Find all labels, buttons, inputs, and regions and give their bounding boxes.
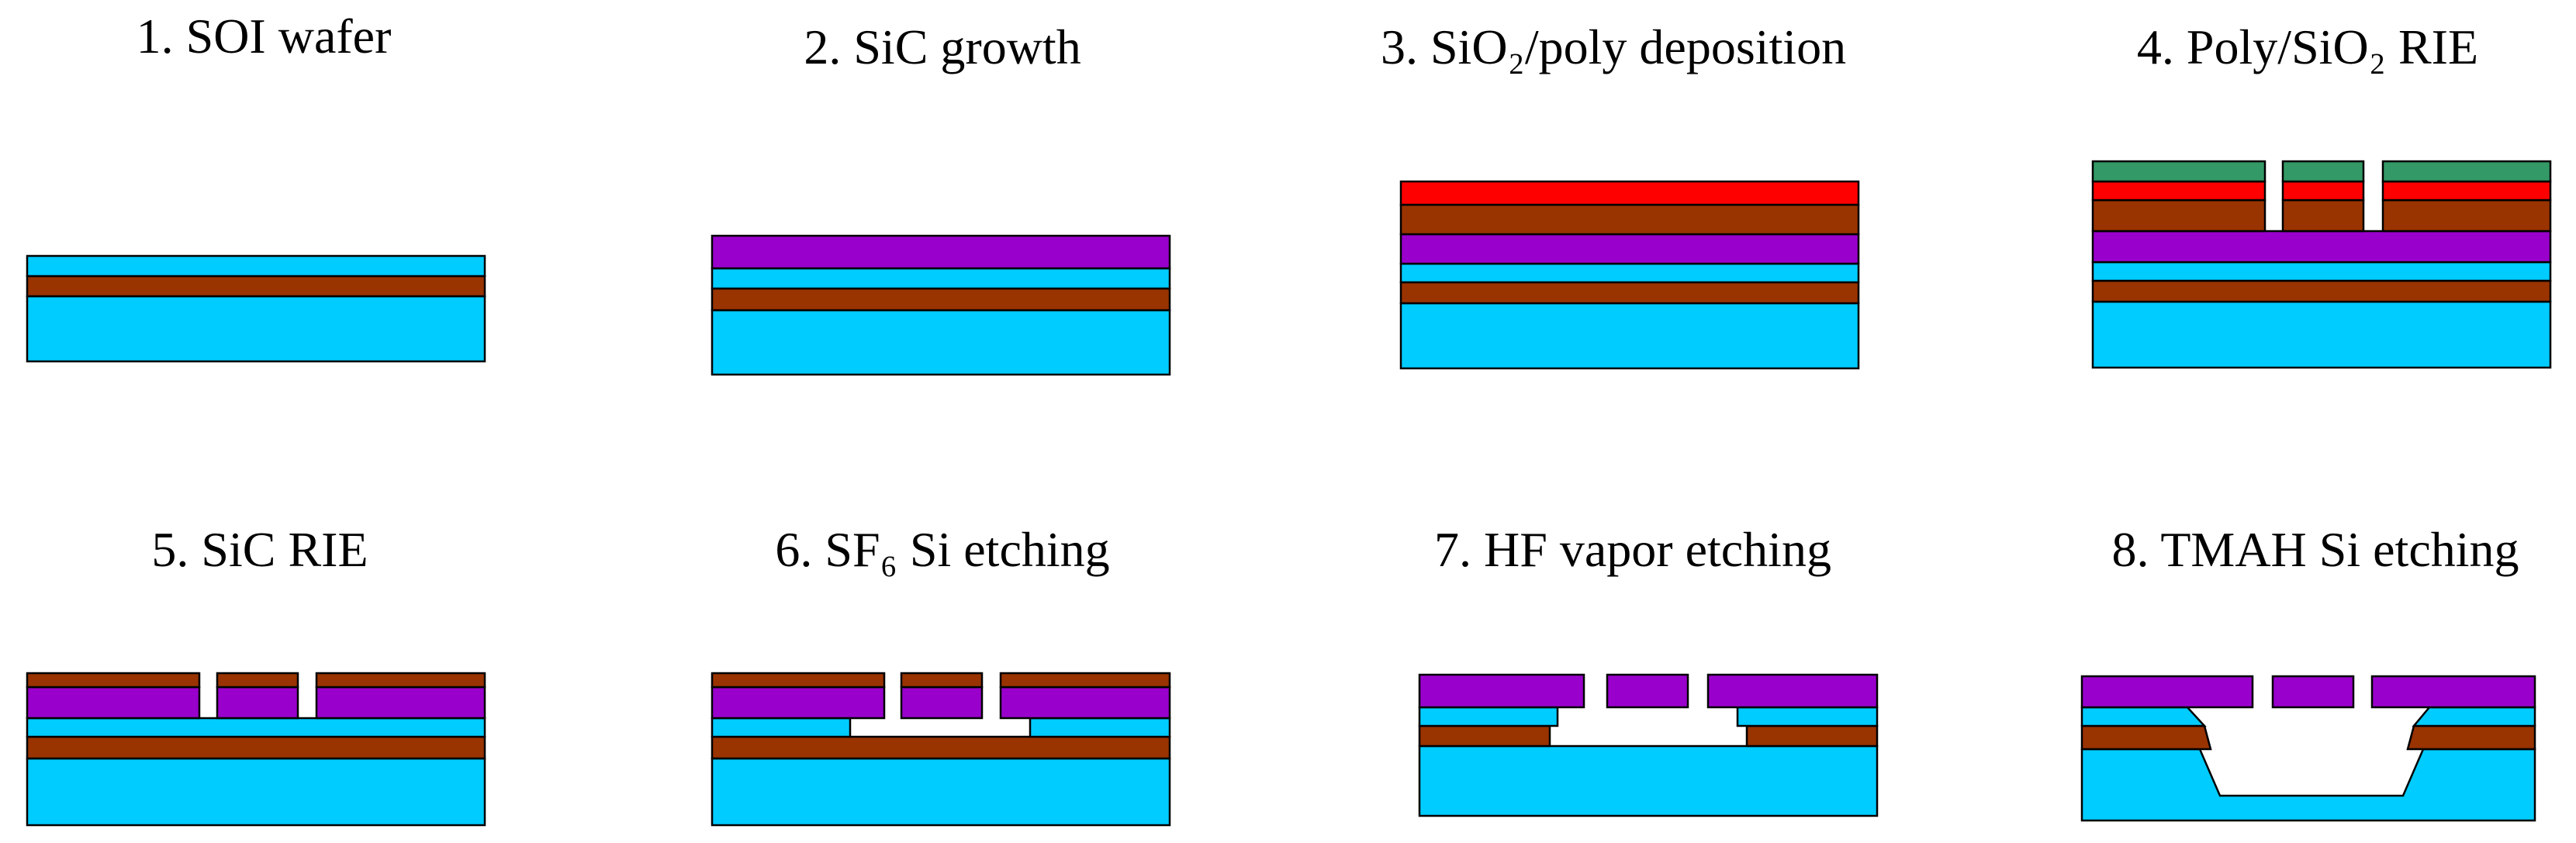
sic-segment xyxy=(999,686,1171,720)
sic-beam-left xyxy=(1418,673,1585,709)
buried-oxide-layer xyxy=(26,275,486,298)
sic-beam-center xyxy=(2271,675,2355,709)
sic-layer xyxy=(711,234,1171,270)
sic-beam-right xyxy=(1706,673,1879,709)
device-silicon-left xyxy=(711,717,852,738)
mask-segment xyxy=(2381,160,2552,183)
device-silicon-left xyxy=(2080,706,2207,727)
step-2-cross-section xyxy=(711,234,1171,376)
step-6-cross-section xyxy=(711,672,1171,827)
step-4-cross-section xyxy=(2091,160,2552,369)
buried-oxide-right xyxy=(1745,724,1879,748)
buried-oxide-left xyxy=(2080,724,2212,751)
sic-segment xyxy=(26,686,201,720)
substrate-layer xyxy=(711,757,1171,827)
oxide-cap xyxy=(315,672,486,689)
etched-sic-right xyxy=(315,672,486,720)
step-4-title: 4. Poly/SiO₂ RIE xyxy=(2137,19,2478,74)
device-silicon-layer xyxy=(2091,261,2552,282)
device-silicon-layer xyxy=(26,717,486,738)
polysilicon-segment xyxy=(2091,180,2267,202)
substrate-layer xyxy=(26,757,486,827)
buried-oxide-left xyxy=(1418,724,1551,748)
oxide-cap xyxy=(711,672,886,689)
etched-sic-right xyxy=(999,672,1171,720)
substrate-layer xyxy=(1399,302,1860,370)
oxide-segment xyxy=(2281,199,2365,233)
buried-oxide-layer xyxy=(26,735,486,760)
buried-oxide-layer xyxy=(711,735,1171,760)
mask-segment xyxy=(2281,160,2365,183)
step-3-title: 3. SiO₂/poly deposition xyxy=(1381,19,1846,74)
device-silicon-layer xyxy=(711,267,1171,290)
etched-sic-left xyxy=(711,672,886,720)
substrate-layer xyxy=(2091,300,2552,369)
substrate-with-cavity xyxy=(2080,748,2536,822)
oxide-cap xyxy=(26,672,201,689)
sic-layer xyxy=(2091,230,2552,264)
sic-beam-center xyxy=(1606,673,1689,709)
sic-segment xyxy=(900,686,984,720)
oxide-cap xyxy=(999,672,1171,689)
mask-segment xyxy=(2091,160,2267,183)
oxide-cap xyxy=(900,672,984,689)
polysilicon-segment xyxy=(2381,180,2552,202)
sic-segment xyxy=(315,686,486,720)
buried-oxide-layer xyxy=(711,287,1171,312)
step-1-title: 1. SOI wafer xyxy=(137,9,392,64)
polysilicon-segment xyxy=(2281,180,2365,202)
oxide-cap xyxy=(216,672,299,689)
device-silicon-layer xyxy=(1399,262,1860,284)
step-6-title: 6. SF₆ Si etching xyxy=(775,522,1109,577)
sic-beam-right xyxy=(2370,675,2536,709)
substrate-layer xyxy=(26,295,486,363)
device-silicon-left xyxy=(1418,706,1559,727)
step-8-title: 8. TMAH Si etching xyxy=(2111,522,2519,577)
sic-segment xyxy=(711,686,886,720)
buried-oxide-right xyxy=(2406,724,2536,751)
patterned-stack-left xyxy=(2091,160,2267,233)
step-8-cross-section xyxy=(2080,675,2536,822)
oxide-segment xyxy=(2091,199,2267,233)
step-7-title: 7. HF vapor etching xyxy=(1434,522,1831,577)
etched-sic-center xyxy=(216,672,299,720)
substrate-layer xyxy=(1418,745,1879,817)
step-5-title: 5. SiC RIE xyxy=(151,522,368,577)
step-2-title: 2. SiC growth xyxy=(804,19,1081,74)
sic-segment xyxy=(216,686,299,720)
device-silicon-right xyxy=(1736,706,1879,727)
oxide-segment xyxy=(2381,199,2552,233)
deposited-oxide-layer xyxy=(1399,203,1860,236)
etched-sic-left xyxy=(26,672,201,720)
buried-oxide-layer xyxy=(2091,279,2552,303)
patterned-stack-right xyxy=(2381,160,2552,233)
step-3-cross-section xyxy=(1399,180,1860,370)
sic-layer xyxy=(1399,233,1860,265)
device-silicon-layer xyxy=(26,254,486,278)
step-7-cross-section xyxy=(1418,673,1879,817)
device-silicon-right xyxy=(2412,706,2536,727)
etched-sic-center xyxy=(900,672,984,720)
step-1-cross-section xyxy=(26,254,486,363)
patterned-stack-center xyxy=(2281,160,2365,233)
sic-beam-left xyxy=(2080,675,2254,709)
polysilicon-layer xyxy=(1399,180,1860,206)
substrate-layer xyxy=(711,309,1171,376)
device-silicon-right xyxy=(1029,717,1171,738)
step-5-cross-section xyxy=(26,672,486,827)
buried-oxide-layer xyxy=(1399,281,1860,305)
